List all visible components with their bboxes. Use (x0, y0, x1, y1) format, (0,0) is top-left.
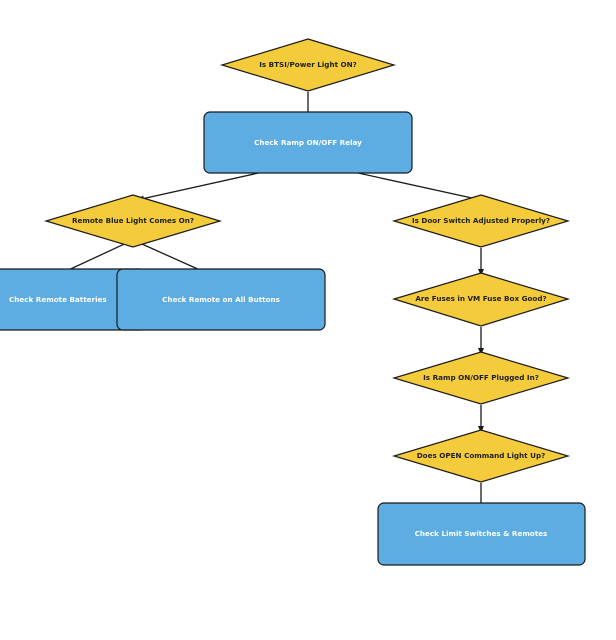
decision-diamond (391, 272, 571, 327)
process-remote-all-buttons: Check Remote on All Buttons (116, 268, 326, 331)
decision-diamond (43, 194, 223, 248)
process-limit-switches: Check Limit Switches & Remotes (377, 502, 586, 566)
process-box (377, 502, 586, 566)
decision-power-light: Is BTSI/Power Light ON? (219, 38, 397, 92)
process-box (116, 268, 326, 331)
process-box (203, 111, 413, 174)
decision-open-command: Does OPEN Command Light Up? (391, 429, 571, 483)
decision-diamond (391, 429, 571, 483)
decision-label: Are Fuses in VM Fuse Box Good? (415, 294, 546, 303)
decision-door-switch: Is Door Switch Adjusted Properly? (391, 194, 571, 248)
decision-label: Is Door Switch Adjusted Properly? (412, 216, 550, 225)
decision-diamond (219, 38, 397, 92)
decision-diamond (391, 351, 571, 405)
process-label: Check Ramp ON/OFF Relay (254, 138, 362, 147)
process-ramp-relay: Check Ramp ON/OFF Relay (203, 111, 413, 174)
decision-label: Does OPEN Command Light Up? (417, 451, 546, 460)
process-label: Check Remote Batteries (9, 295, 107, 304)
decision-diamond (391, 194, 571, 248)
process-label: Check Limit Switches & Remotes (415, 529, 548, 538)
decision-label: Is Ramp ON/OFF Plugged In? (423, 373, 539, 382)
decision-remote-blue-light: Remote Blue Light Comes On? (43, 194, 223, 248)
decision-ramp-plugged: Is Ramp ON/OFF Plugged In? (391, 351, 571, 405)
decision-label: Remote Blue Light Comes On? (72, 216, 194, 225)
decision-fuses: Are Fuses in VM Fuse Box Good? (391, 272, 571, 327)
process-label: Check Remote on All Buttons (162, 295, 280, 304)
decision-label: Is BTSI/Power Light ON? (259, 60, 357, 69)
